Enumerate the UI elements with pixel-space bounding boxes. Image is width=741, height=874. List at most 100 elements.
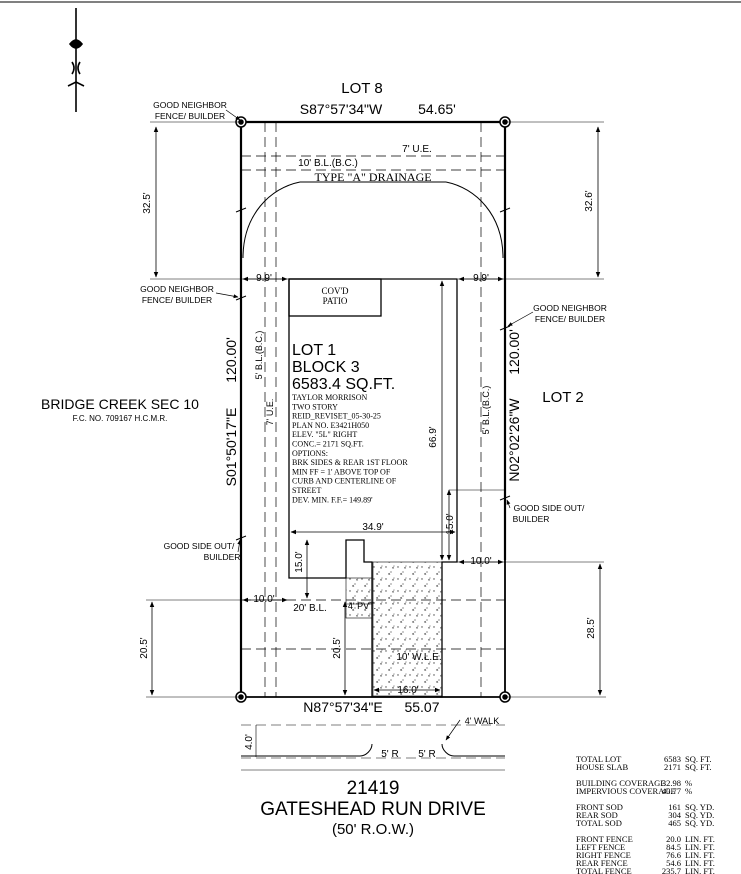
house-note-line: TWO STORY (292, 402, 338, 411)
summary-value: 161 (668, 802, 681, 812)
summary-label: FRONT SOD (576, 802, 623, 812)
fence-nw-2: FENCE/ BUILDER (155, 111, 225, 121)
dim-drive-width: 16.0' (397, 685, 418, 696)
bearing-north: S87°57'34"W (300, 101, 383, 117)
dist-north: 54.65' (418, 101, 456, 117)
summary-value: 84.5 (666, 842, 681, 852)
summary-unit: % (685, 786, 692, 796)
summary-value: 40.77 (662, 786, 681, 796)
fence-w-1: GOOD NEIGHBOR (140, 284, 214, 294)
summary-value: 32.98 (662, 778, 681, 788)
wle-label: 10' W.L.E. (396, 652, 441, 663)
dim-setback-left: 15.0' (294, 551, 305, 572)
fence-w-2: FENCE/ BUILDER (142, 295, 212, 305)
street-name: GATESHEAD RUN DRIVE (260, 799, 486, 820)
bearing-east: N02°02'26"W (506, 398, 522, 482)
dim-side-right: 9.9' (473, 273, 489, 284)
summary-unit: SQ. YD. (685, 810, 714, 820)
summary-value: 76.6 (666, 850, 681, 860)
summary-unit: SQ. FT. (685, 754, 712, 764)
lot-east-label: LOT 2 (542, 389, 583, 406)
summary-unit: % (685, 778, 692, 788)
summary-label: REAR SOD (576, 810, 618, 820)
summary-unit: SQ. YD. (685, 818, 714, 828)
side-out-e-1: GOOD SIDE OUT/ (514, 503, 585, 513)
dim-side-left: 9.9' (256, 273, 272, 284)
house-note-line: CURB AND CENTERLINE OF (292, 477, 397, 486)
bl-side-west: 5' B.L.(B.C.) (254, 331, 264, 380)
fence-lines (239, 120, 507, 697)
dim-front-right: 28.5' (586, 617, 597, 638)
summary-unit: LIN. FT. (685, 842, 715, 852)
summary-unit: LIN. FT. (685, 834, 715, 844)
summary-value: 54.6 (666, 858, 681, 868)
lot-title-1: LOT 1 (292, 342, 336, 359)
dim-front-mid: 20.5' (332, 637, 343, 658)
summary-label: REAR FENCE (576, 858, 628, 868)
drainage-label: TYPE "A" DRAINAGE (314, 170, 431, 184)
summary-value: 6583 (664, 754, 681, 764)
fence-e-2: FENCE/ BUILDER (535, 314, 605, 324)
house-note-line: MIN FF = 1' ABOVE TOP OF (292, 467, 391, 476)
fence-nw-1: GOOD NEIGHBOR (153, 100, 227, 110)
house-note-line: DEV. MIN. F.F.= 149.89' (292, 495, 373, 504)
summary-label: HOUSE SLAB (576, 762, 629, 772)
summary-label: TOTAL LOT (576, 754, 622, 764)
adjacent-west-fc: F.C. NO. 709167 H.C.M.R. (73, 414, 168, 423)
dim-setback-right: 15.0' (445, 513, 456, 534)
dimension-lines (146, 121, 606, 757)
dim-offset-right: 10.0' (470, 556, 491, 567)
walk-front: 4' PVT. (348, 601, 376, 611)
address-number: 21419 (347, 778, 400, 799)
summary-label: LEFT FENCE (576, 842, 625, 852)
summary-label: TOTAL SOD (576, 818, 622, 828)
street-row: (50' R.O.W.) (332, 821, 414, 838)
lot-title-3: 6583.4 SQ.FT. (292, 376, 395, 393)
house-note-line: TAYLOR MORRISON (292, 393, 368, 402)
walk-street: 4' WALK (465, 716, 499, 726)
bl-north-label: 10' B.L.(B.C.) (298, 158, 358, 169)
side-out-e-2: BUILDER (513, 514, 550, 524)
bl-side-east: 5' B.L.(B.C.) (481, 386, 491, 435)
house-note-line: REID_REVISET_05-30-25 (292, 412, 381, 421)
house-note-line: OPTIONS: (292, 449, 328, 458)
lot-north-label: LOT 8 (341, 80, 382, 97)
summary-value: 235.7 (662, 866, 681, 874)
summary-value: 2171 (664, 762, 681, 772)
patio-line-2: PATIO (323, 296, 348, 306)
fence-e-1: GOOD NEIGHBOR (533, 303, 607, 313)
dim-front-left: 20.5' (139, 637, 150, 658)
dim-radius-left: 5' R (381, 749, 398, 760)
dim-walk-4: 4.0' (244, 734, 255, 750)
house-note-line: BRK SIDES & REAR 1ST FLOOR (292, 458, 408, 467)
summary-value: 20.0 (666, 834, 681, 844)
bearing-west: S01°50'17"E (223, 408, 239, 487)
dist-east: 120.00' (506, 329, 522, 375)
dim-radius-right: 5' R (418, 749, 435, 760)
house-note-line: CONC.= 2171 SQ.FT. (292, 440, 364, 449)
summary-unit: SQ. FT. (685, 762, 712, 772)
street-edge (241, 724, 505, 771)
summary-unit: LIN. FT. (685, 866, 715, 874)
summary-label: FRONT FENCE (576, 834, 633, 844)
callout-leaders (215, 109, 534, 741)
summary-label: BUILDING COVERAGE (576, 778, 665, 788)
north-arrow-icon (67, 8, 85, 112)
house-note-line: ELEV. "5L" RIGHT (292, 430, 357, 439)
adjacent-west-label: BRIDGE CREEK SEC 10 (41, 396, 199, 412)
summary-value: 304 (668, 810, 682, 820)
bl-front: 20' B.L. (293, 603, 327, 614)
summary-unit: LIN. FT. (685, 858, 715, 868)
summary-unit: SQ. YD. (685, 802, 714, 812)
ue-west: 7' U.E. (265, 399, 275, 426)
house-note-line: STREET (292, 486, 321, 495)
summary-label: IMPERVIOUS COVERAGE (576, 786, 676, 796)
lot-title-2: BLOCK 3 (292, 359, 360, 376)
house-note-line: PLAN NO. E3421H050 (292, 421, 369, 430)
dim-rear-right: 32.6' (584, 190, 595, 211)
ue-label: 7' U.E. (402, 144, 432, 155)
side-out-w-1: GOOD SIDE OUT/ (164, 541, 235, 551)
dim-house-depth: 66.9' (428, 426, 439, 447)
